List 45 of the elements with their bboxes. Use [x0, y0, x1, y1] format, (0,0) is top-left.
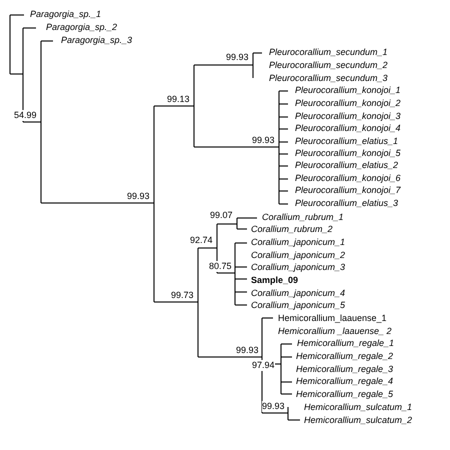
- taxon-label: Pleurocorallium_secundum_2: [269, 60, 388, 71]
- taxon-label: Pleurocorallium_konojoi_2: [295, 98, 401, 109]
- taxon-label: Corallium_japonicum_5: [251, 300, 346, 311]
- taxon-label: Pleurocorallium_konojoi_3: [295, 111, 401, 122]
- support-value: 99.93: [127, 191, 150, 202]
- taxon-label: Pleurocorallium_secundum_1: [269, 47, 388, 58]
- taxon-label: Pleurocorallium_elatius_1: [295, 136, 398, 147]
- taxon-label: Sample_09: [251, 275, 298, 286]
- taxon-label: Pleurocorallium_konojoi_6: [295, 173, 401, 184]
- support-value: 99.93: [262, 401, 285, 412]
- taxon-label: Hemicorallium_sulcatum_2: [304, 415, 412, 426]
- taxon-label: Pleurocorallium_secundum_3: [269, 73, 388, 84]
- support-value: 99.13: [167, 94, 190, 105]
- taxon-label: Corallium_rubrum_1: [262, 212, 344, 223]
- taxon-label: Hemicorallium_regale_1: [297, 338, 394, 349]
- taxon-label: Hemicorallium_regale_3: [296, 364, 394, 375]
- taxon-label: Corallium_japonicum_2: [251, 250, 346, 261]
- taxon-label: Pleurocorallium_elatius_3: [295, 198, 398, 209]
- support-value: 92.74: [190, 235, 213, 246]
- support-value: 80.75: [209, 261, 232, 272]
- support-value: 99.07: [210, 210, 233, 221]
- taxon-label: Paragorgia_sp._2: [46, 22, 118, 33]
- taxon-label: Pleurocorallium_konojoi_5: [295, 148, 401, 159]
- support-value: 54.99: [14, 110, 37, 121]
- taxon-label: Hemicorallium_laauense_1: [278, 313, 387, 324]
- taxon-label: Corallium_japonicum_4: [251, 288, 346, 299]
- support-value: 99.73: [171, 290, 194, 301]
- taxon-label: Hemicorallium_sulcatum_1: [304, 402, 412, 413]
- taxon-label: Pleurocorallium_konojoi_7: [295, 185, 401, 196]
- support-value: 99.93: [236, 345, 259, 356]
- support-value: 99.93: [226, 52, 249, 63]
- taxon-label: Hemicorallium_regale_5: [296, 389, 394, 400]
- taxon-label: Corallium_rubrum_2: [251, 224, 333, 235]
- taxon-label: Corallium_japonicum_3: [251, 262, 346, 273]
- taxon-label: Pleurocorallium_konojoi_4: [295, 123, 401, 134]
- support-value: 97.94: [252, 360, 275, 371]
- taxon-label: Paragorgia_sp._3: [61, 35, 132, 46]
- support-value: 99.93: [252, 135, 275, 146]
- taxon-label: Corallium_japonicum_1: [251, 237, 346, 248]
- taxon-label: Paragorgia_sp._1: [30, 9, 102, 20]
- taxon-label: Pleurocorallium_konojoi_1: [295, 85, 401, 96]
- taxon-label: Hemicorallium _laauense_ 2: [278, 326, 392, 337]
- taxon-label: Pleurocorallium_elatius_2: [295, 160, 398, 171]
- taxon-label: Hemicorallium_regale_4: [296, 376, 394, 387]
- taxon-label: Hemicorallium_regale_2: [296, 351, 394, 362]
